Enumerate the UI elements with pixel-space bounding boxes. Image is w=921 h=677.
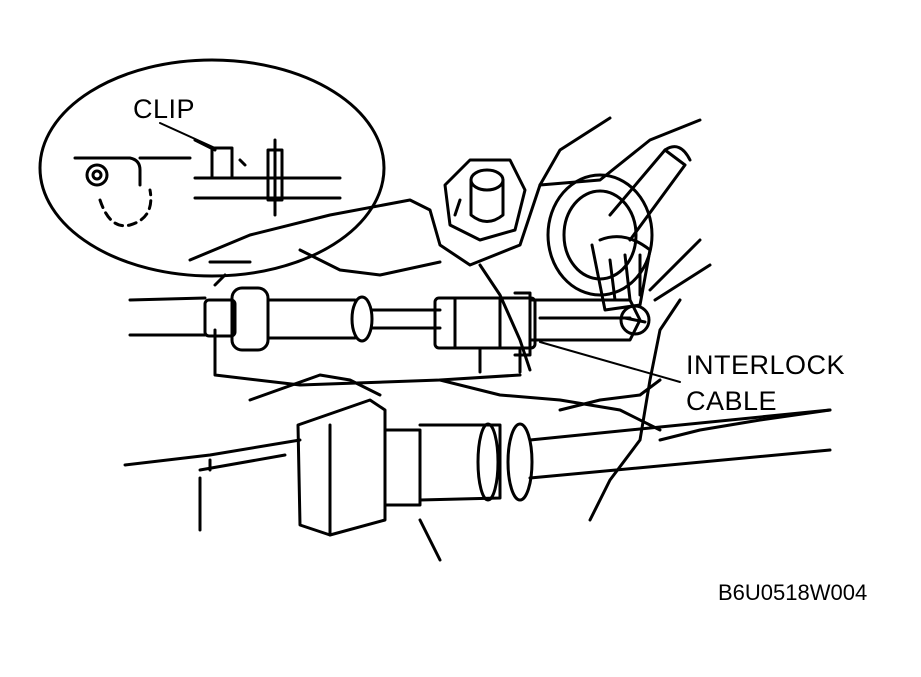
cable-adjuster (435, 293, 535, 372)
interlock-cable-label-line2: CABLE (686, 386, 778, 416)
interlock-cable-label-line1: INTERLOCK (686, 350, 846, 380)
clip-detail-inset (40, 60, 384, 276)
interlock-link (530, 240, 710, 340)
select-cable (200, 400, 830, 535)
figure-code: B6U0518W004 (718, 580, 868, 605)
clip-label: CLIP (133, 94, 196, 124)
shift-lever (548, 147, 690, 310)
interlock-cable (130, 262, 440, 350)
bolt-nut (445, 160, 525, 240)
leader-lines (160, 123, 680, 382)
